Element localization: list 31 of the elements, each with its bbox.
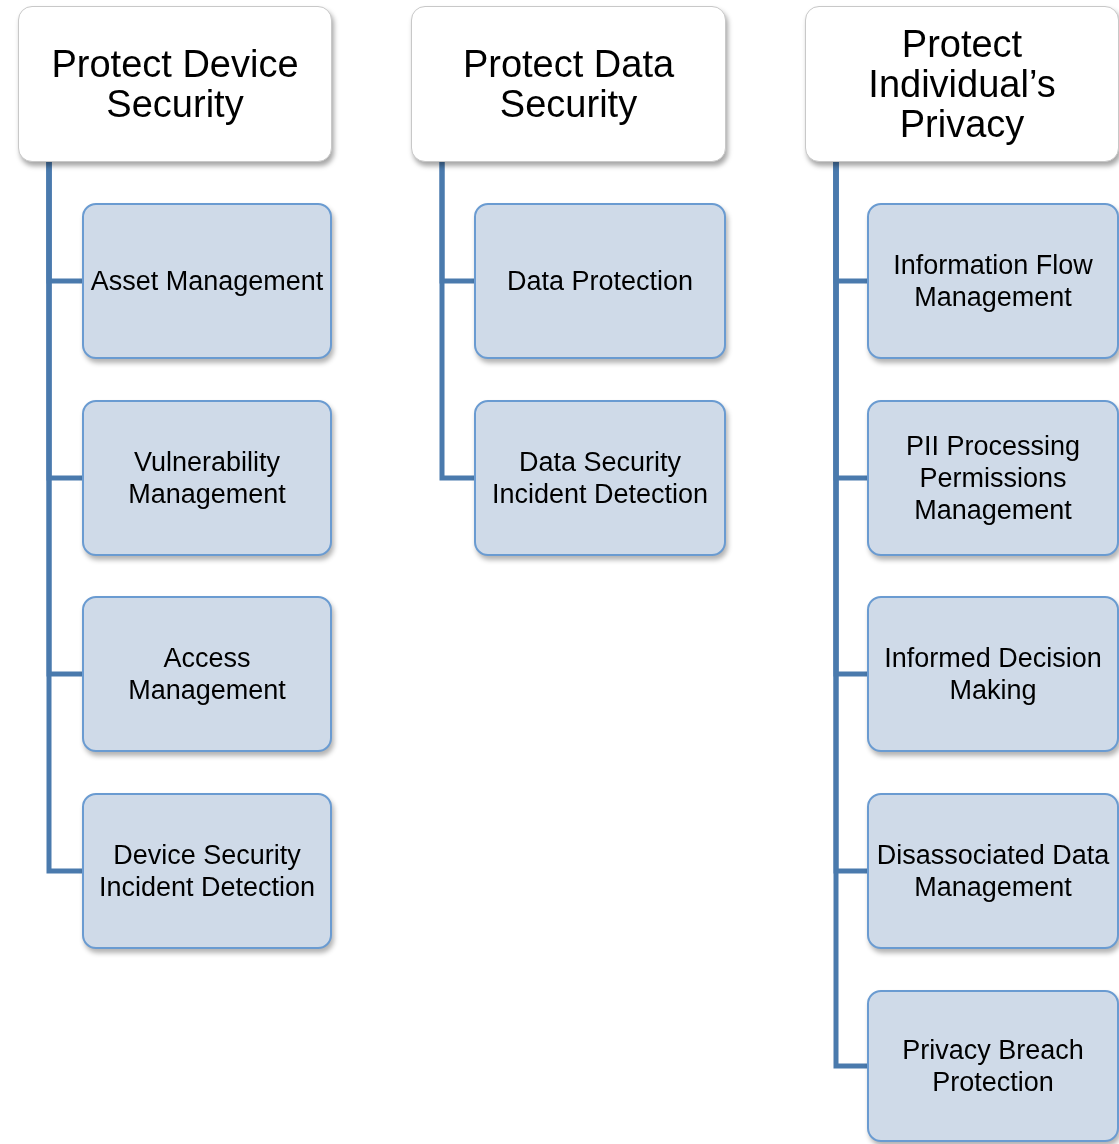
connector-line — [833, 162, 867, 1069]
box-label: Vulnerability Management — [127, 446, 287, 510]
box-label: Device Security Incident Detection — [97, 839, 317, 903]
connector-line — [439, 162, 474, 481]
box-label: Protect Device Security — [50, 44, 300, 124]
box-label: Data Security Incident Detection — [490, 446, 710, 510]
subcategory-box — [867, 990, 1119, 1142]
subcategory-box — [82, 596, 332, 752]
box-label: Disassociated Data Management — [875, 839, 1111, 903]
subcategory-box — [82, 203, 332, 359]
box-label: Asset Management — [90, 265, 324, 297]
subcategory-box — [867, 203, 1119, 359]
box-label: Privacy Breach Protection — [901, 1034, 1085, 1098]
connector-line — [46, 162, 82, 874]
category-box — [805, 6, 1119, 162]
box-label: Informed Decision Making — [883, 642, 1103, 706]
subcategory-box — [82, 400, 332, 556]
box-label: Information Flow Management — [892, 249, 1094, 313]
subcategory-box — [867, 596, 1119, 752]
subcategory-box — [82, 793, 332, 949]
subcategory-box — [474, 203, 726, 359]
subcategory-box — [867, 400, 1119, 556]
subcategory-box — [474, 400, 726, 556]
box-label: Protect Data Security — [461, 44, 676, 124]
box-label: Access Management — [127, 642, 287, 706]
box-label: PII Processing Permissions Management — [904, 430, 1082, 526]
box-label: Data Protection — [506, 265, 694, 297]
category-box — [18, 6, 332, 162]
box-label: Protect Individual’s Privacy — [867, 24, 1057, 144]
subcategory-box — [867, 793, 1119, 949]
category-box — [411, 6, 726, 162]
